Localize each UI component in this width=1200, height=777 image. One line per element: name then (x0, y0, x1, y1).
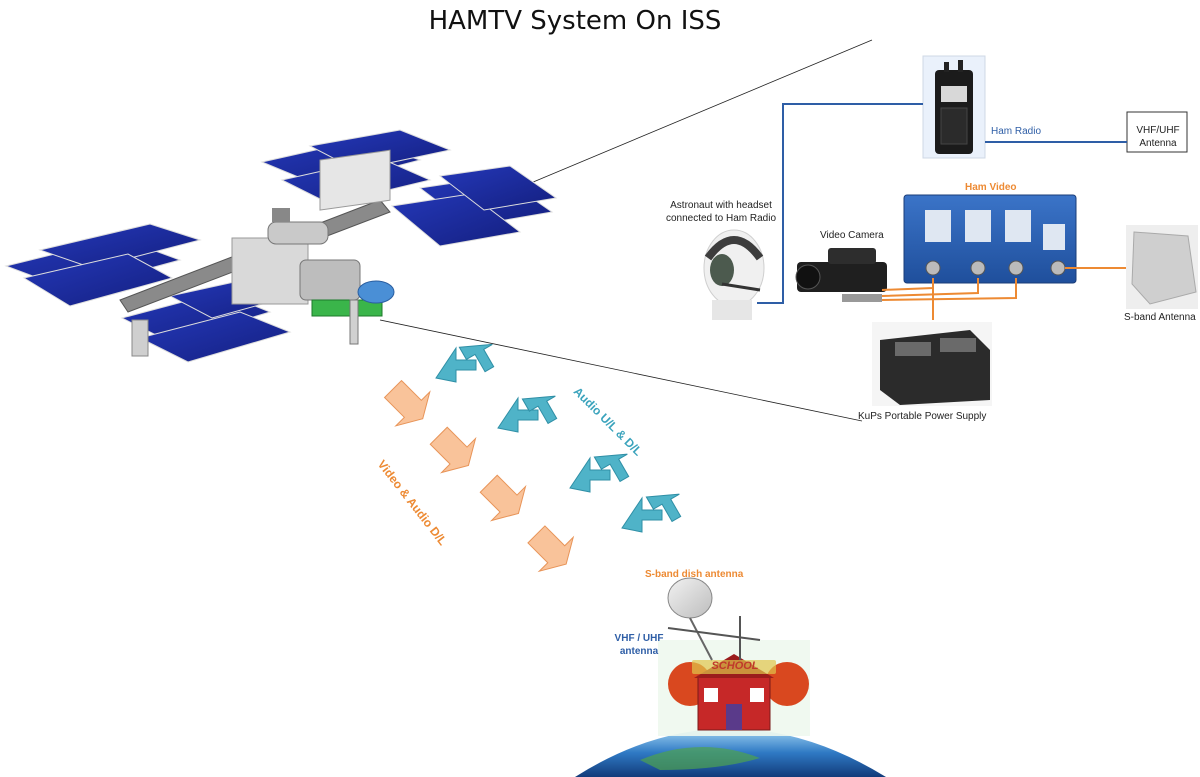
ham-radio-image (922, 55, 986, 159)
iss-station-image (4, 129, 558, 363)
s-band-antenna-label: S-band Antenna (1124, 312, 1196, 323)
s-band-dish-label: S-band dish antenna (645, 569, 744, 580)
diagram-title: HAMTV System On ISS (428, 6, 722, 36)
s-band-antenna-image (1126, 225, 1198, 309)
astronaut-headset-image (703, 229, 765, 320)
school-sign-label: SCHOOL (711, 660, 759, 672)
ham-video-cables (881, 267, 1126, 320)
video-link-arrows (383, 379, 575, 573)
audio-link-arrows (435, 343, 682, 533)
zoom-line-bottom (379, 319, 863, 422)
astronaut-label: Astronaut with headset connected to Ham … (665, 200, 777, 224)
video-camera-label: Video Camera (820, 230, 884, 241)
kups-label: KuPs Portable Power Supply (858, 411, 987, 422)
vhf-uhf-antenna-box (1126, 111, 1188, 153)
ham-video-label: Ham Video (965, 182, 1017, 193)
kups-power-supply-image (872, 322, 992, 406)
ham-video-unit-image (903, 194, 1077, 284)
vhf-uhf-antenna-label: VHF/UHF Antenna (1136, 125, 1180, 149)
ham-radio-label: Ham Radio (991, 126, 1042, 137)
school-ground-station-image (658, 577, 810, 736)
video-camera-image (795, 248, 887, 302)
headset-radio-link (757, 103, 923, 304)
vhf-uhf-ground-label: VHF / UHF antenna (614, 633, 664, 657)
